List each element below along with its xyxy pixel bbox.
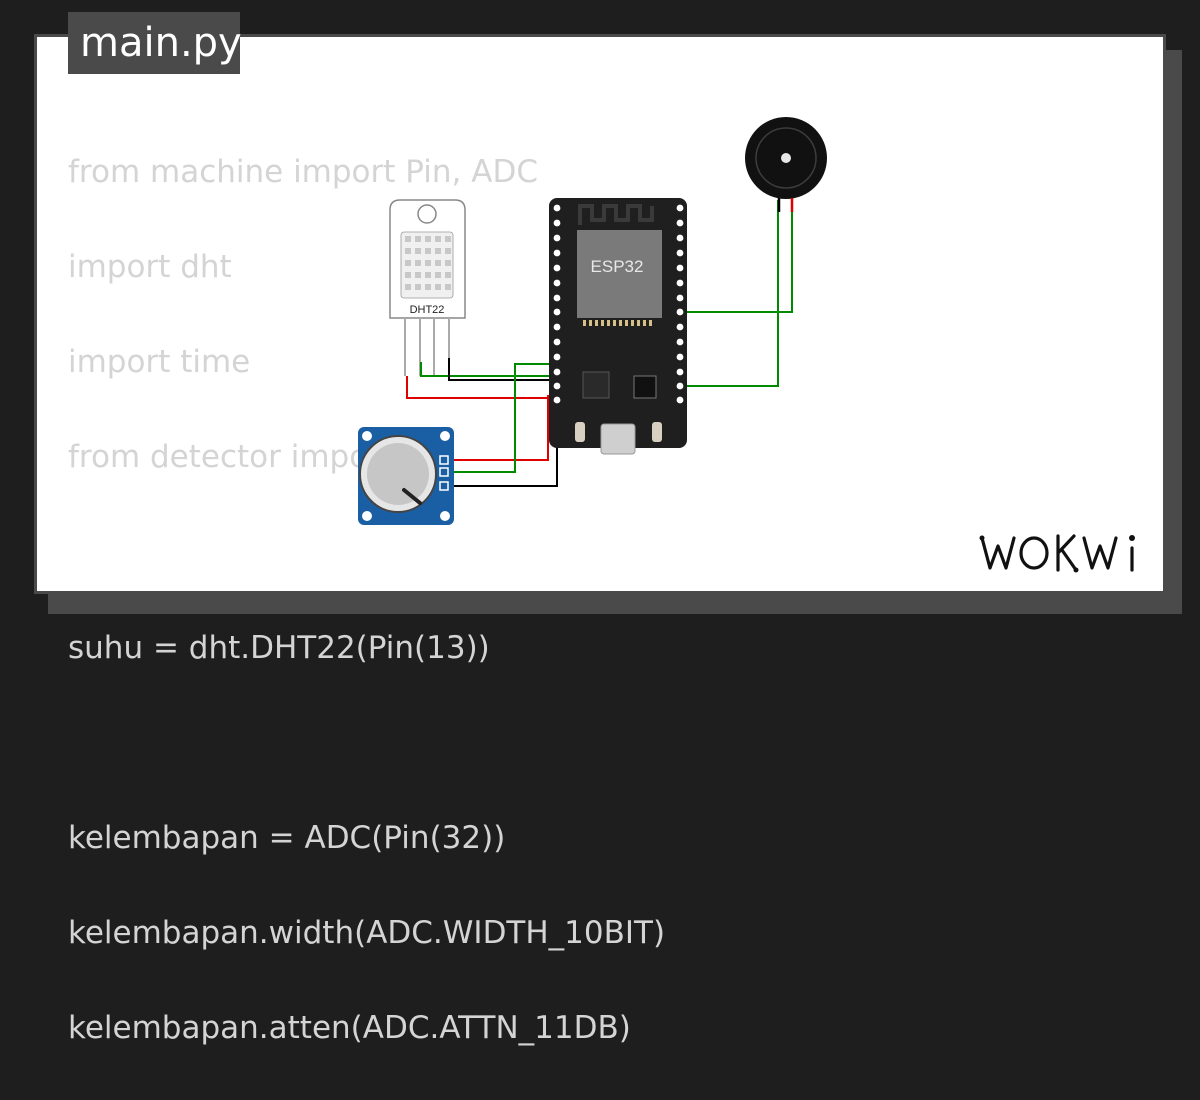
esp32-right-pins <box>676 204 684 404</box>
buzzer[interactable] <box>745 117 827 212</box>
esp32-label: ESP32 <box>591 257 644 276</box>
code-line: kelembapan = ADC(Pin(32)) <box>68 819 506 856</box>
pot-pointer <box>402 488 422 505</box>
dht22-label: DHT22 <box>410 304 445 316</box>
wire-buzzer-neg <box>681 200 779 387</box>
esp32-regulator <box>582 371 610 399</box>
esp32-board[interactable]: ESP32 <box>549 198 687 455</box>
code-line: kelembapan.atten(ADC.ATTN_11DB) <box>68 1010 631 1047</box>
esp32-en-button[interactable] <box>652 422 662 442</box>
dht22-vents <box>405 236 451 290</box>
pot-mount-hole <box>362 511 372 521</box>
wire-pot-gnd <box>446 404 558 487</box>
buzzer-hole <box>781 153 791 163</box>
file-tab-label: main.py <box>80 20 242 66</box>
buzzer-ring <box>755 127 817 189</box>
code-line: kelembapan.width(ADC.WIDTH_10BIT) <box>68 915 666 952</box>
pot-pins <box>439 455 449 491</box>
esp32-usb-port <box>600 423 636 455</box>
wire-dht-gnd <box>448 358 557 381</box>
file-tab[interactable]: main.py <box>68 12 242 74</box>
esp32-left-pins <box>553 204 561 404</box>
potentiometer[interactable] <box>358 427 454 525</box>
esp32-boot-button[interactable] <box>575 422 585 442</box>
wire-pot-vcc <box>446 395 557 461</box>
wire-pot-signal <box>446 363 557 473</box>
pot-mount-hole <box>440 511 450 521</box>
circuit-diagram: DHT22 ESP32 <box>358 117 827 525</box>
esp32-antenna <box>578 204 654 225</box>
esp32-usb-chip <box>633 375 657 399</box>
wires <box>406 200 793 487</box>
dht22-mount-hole <box>417 204 437 224</box>
esp32-module-pads <box>583 320 652 326</box>
code-line <box>68 720 665 768</box>
esp32-module <box>577 230 662 318</box>
pot-mount-hole <box>440 431 450 441</box>
wire-dht-data <box>420 362 557 377</box>
pot-mount-hole <box>362 431 372 441</box>
dht22-sensor[interactable]: DHT22 <box>389 199 466 376</box>
dht22-pins <box>404 318 450 376</box>
code-line: import dht <box>68 248 232 285</box>
code-line: import time <box>68 343 251 380</box>
wokwi-logo <box>979 534 1135 573</box>
code-line: suhu = dht.DHT22(Pin(13)) <box>68 629 490 666</box>
pot-knob-face <box>367 443 429 505</box>
code-line: from machine import Pin, ADC <box>68 153 538 190</box>
